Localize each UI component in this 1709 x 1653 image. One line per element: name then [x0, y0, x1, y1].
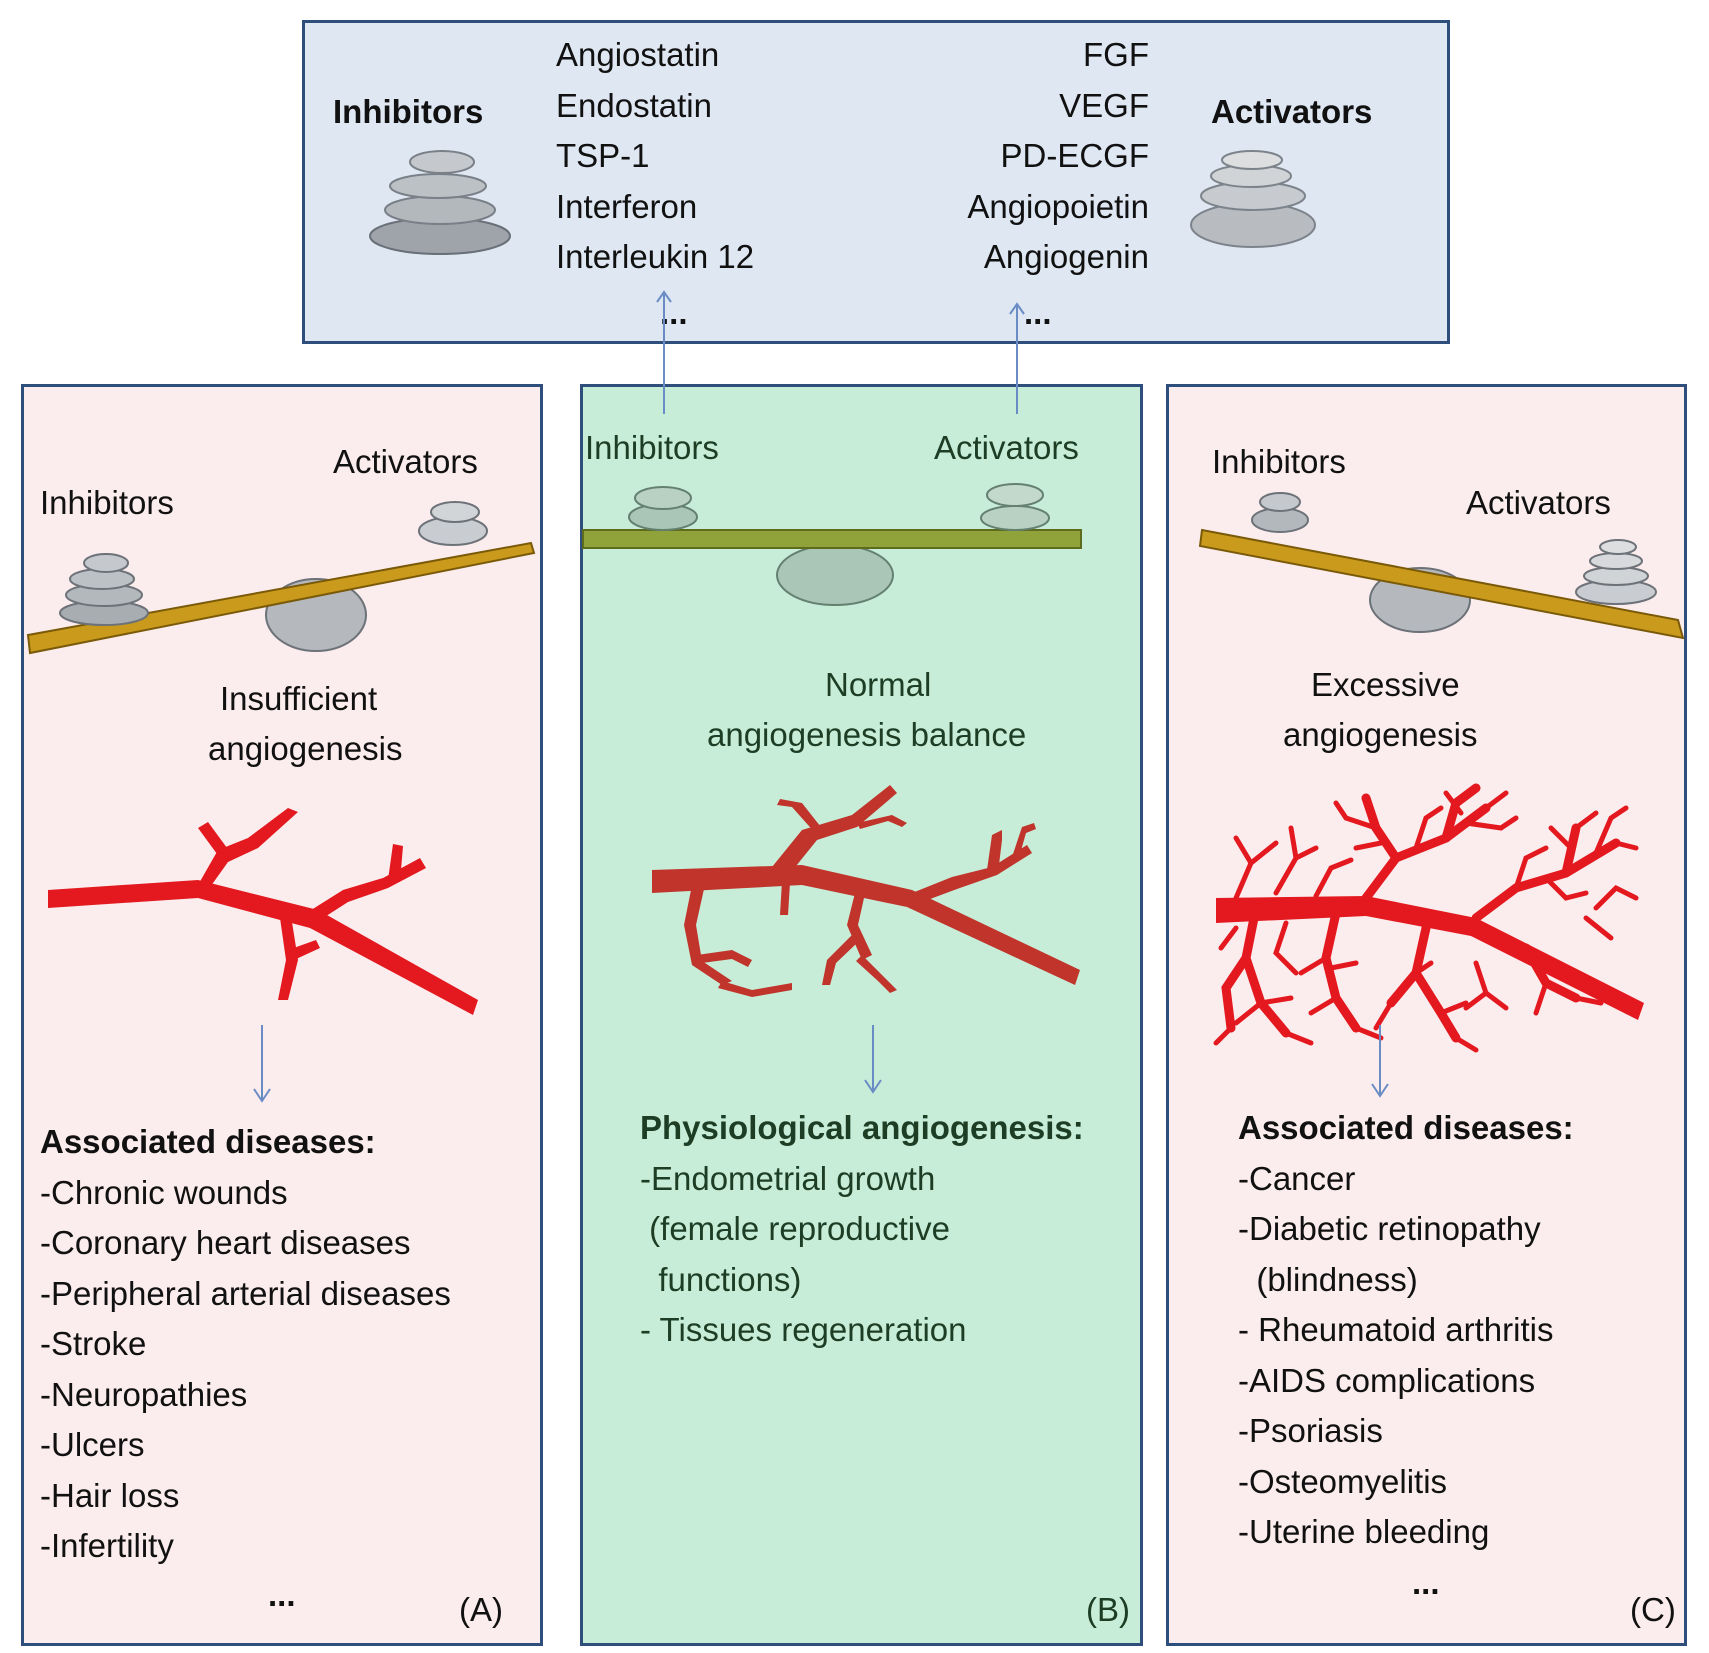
disease-item: -Cancer — [1238, 1159, 1356, 1197]
panel-c-activators-label: Activators — [1466, 484, 1611, 521]
panel-a-list-header: Associated diseases: — [40, 1123, 376, 1160]
disease-item: -Uterine bleeding — [1238, 1513, 1490, 1550]
inhibitors-up-arrow-icon — [656, 290, 672, 414]
inhibitor-factor: Endostatin — [556, 86, 712, 124]
disease-item: -Hair loss — [40, 1476, 180, 1514]
activator-factor-list: FGF VEGF PD-ECGF Angiopoietin Angiogenin — [967, 30, 1149, 283]
activator-factor: Angiopoietin — [967, 187, 1149, 225]
disease-item: -Psoriasis — [1238, 1412, 1383, 1449]
inhibitor-factor-list: Angiostatin Endostatin TSP-1 Interferon … — [556, 30, 754, 283]
panel-a-label: (A) — [459, 1591, 503, 1628]
activator-factor: VEGF — [1059, 86, 1149, 124]
panel-b-label: (B) — [1086, 1591, 1130, 1628]
panel-c-more: ... — [1412, 1564, 1440, 1601]
disease-item: -Osteomyelitis — [1238, 1462, 1448, 1500]
activators-more: ... — [1024, 294, 1052, 331]
disease-item: -Stroke — [40, 1325, 147, 1362]
disease-item: -Coronary heart diseases — [40, 1224, 411, 1261]
inhibitor-factor: TSP-1 — [556, 137, 650, 174]
sparse-vessel-icon — [48, 808, 478, 1015]
panel-c-state-line2: angiogenesis — [1283, 716, 1478, 753]
physiology-item: (female reproductive — [640, 1210, 950, 1247]
disease-item: - Rheumatoid arthritis — [1238, 1311, 1554, 1348]
panel-c-inhibitors-label: Inhibitors — [1212, 443, 1346, 480]
activator-factor: FGF — [1083, 36, 1149, 73]
panel-c-disease-list: Associated diseases: -Cancer -Diabetic r… — [1238, 1103, 1574, 1558]
activator-stones-icon — [1190, 150, 1316, 248]
panel-a-state-line1: Insufficient — [220, 680, 378, 717]
disease-item: -Infertility — [40, 1527, 174, 1564]
activator-factor: Angiogenin — [983, 238, 1149, 275]
activator-factor: PD-ECGF — [1000, 137, 1150, 174]
disease-item: -Chronic wounds — [40, 1173, 288, 1211]
panel-c-list-header: Associated diseases: — [1238, 1109, 1574, 1146]
panel-b-list-header: Physiological angiogenesis: — [640, 1109, 1084, 1146]
inhibitor-factor: Angiostatin — [556, 36, 720, 73]
top-activators-title: Activators — [1211, 93, 1373, 130]
disease-item: (blindness) — [1238, 1260, 1418, 1298]
disease-item: -Neuropathies — [40, 1375, 248, 1413]
disease-item: -Ulcers — [40, 1426, 145, 1463]
panel-a-down-arrow-icon — [253, 1025, 271, 1103]
panel-a-inhibitors-label: Inhibitors — [40, 484, 174, 521]
panel-a-more: ... — [268, 1576, 296, 1613]
physiology-item: - Tissues regeneration — [640, 1311, 967, 1348]
panel-b-activators-label: Activators — [934, 429, 1079, 466]
top-inhibitors-title: Inhibitors — [333, 93, 484, 130]
panel-b-down-arrow-icon — [864, 1025, 882, 1094]
disease-item: -Diabetic retinopathy — [1238, 1210, 1541, 1247]
disease-item: -AIDS complications — [1238, 1361, 1536, 1399]
inhibitor-stones-icon — [369, 150, 511, 255]
inhibitor-factor: Interleukin 12 — [556, 238, 755, 275]
panel-b-state-line2: angiogenesis balance — [707, 716, 1027, 753]
dense-vessel-icon — [1213, 783, 1644, 1053]
panel-a-disease-list: Associated diseases: -Chronic wounds -Co… — [40, 1117, 451, 1572]
panel-c-label: (C) — [1630, 1591, 1676, 1628]
panel-b-physiology-list: Physiological angiogenesis: -Endometrial… — [640, 1103, 1084, 1356]
normal-vessel-icon — [652, 785, 1080, 997]
activators-up-arrow-icon — [1009, 302, 1025, 414]
panel-c-state-line1: Excessive — [1311, 666, 1460, 703]
panel-b-inhibitors-label: Inhibitors — [585, 429, 719, 466]
seesaw-insufficient-icon — [26, 501, 536, 655]
seesaw-balanced-icon — [582, 483, 1082, 606]
inhibitor-factor: Interferon — [556, 187, 698, 225]
panel-a-state-line2: angiogenesis — [208, 730, 403, 767]
disease-item: -Peripheral arterial diseases — [40, 1274, 451, 1312]
panel-a-activators-label: Activators — [333, 443, 478, 480]
seesaw-excessive-icon — [1198, 492, 1685, 640]
physiology-item: functions) — [640, 1260, 802, 1298]
physiology-item: -Endometrial growth — [640, 1159, 936, 1197]
panel-b-state-line1: Normal — [825, 666, 932, 703]
panel-c-down-arrow-icon — [1371, 1025, 1389, 1098]
